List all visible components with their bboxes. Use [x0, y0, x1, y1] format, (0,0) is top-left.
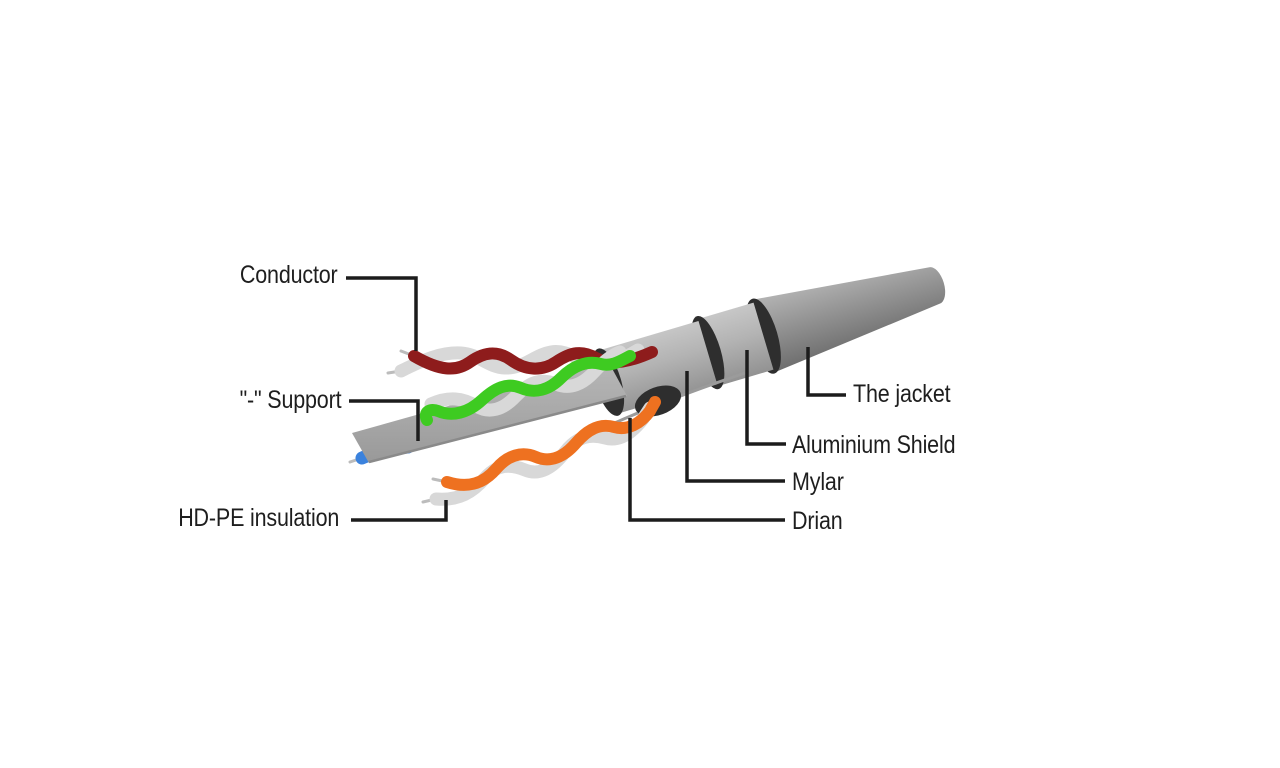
support-strip-edge [368, 394, 627, 464]
hd-pe-insulation-label: HD-PE insulation [178, 504, 339, 532]
aluminium-shield-label: Aluminium Shield [792, 431, 956, 459]
hdpe-leader-line [351, 500, 448, 522]
twisted-pair-orange [441, 396, 661, 491]
jacket-shape [752, 267, 946, 373]
aluminium-leader-line [745, 350, 786, 446]
mylar-leader-line [685, 371, 785, 483]
drian-label: Drian [792, 507, 843, 535]
drian-leader-line [628, 418, 785, 522]
conductor-leader-line [346, 276, 418, 351]
jacket-leader-line [806, 347, 846, 397]
twisted-pair-green [419, 350, 636, 426]
leader-lines-group [346, 276, 846, 522]
jacket-label: The jacket [853, 380, 951, 408]
support-label: "-" Support [239, 386, 341, 414]
conductor-label: Conductor [240, 261, 338, 289]
support-leader-line [349, 399, 420, 441]
mylar-label: Mylar [792, 468, 844, 496]
